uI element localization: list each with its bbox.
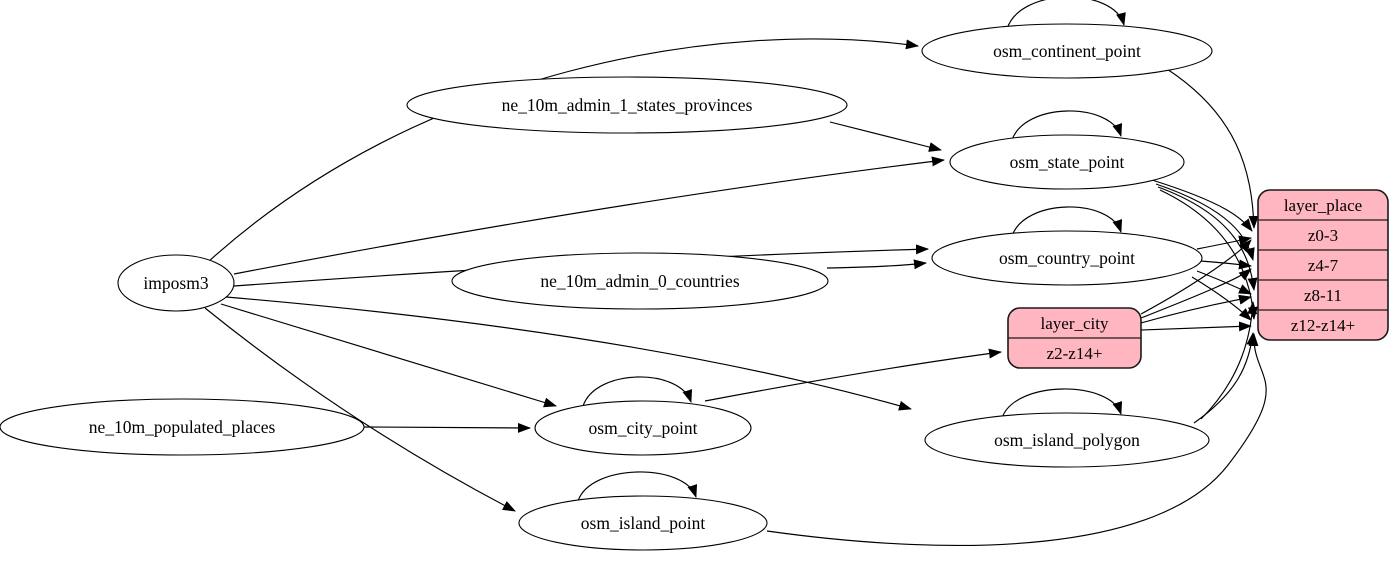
edge-osm_country_point-to-layer_place-z4-7 <box>1199 259 1252 270</box>
node-osm_island_polygon: osm_island_polygon <box>924 412 1210 468</box>
edge-osm_island_point-to-layer_place-z12-z14+ <box>766 333 1267 546</box>
node-shape-ne_10m_admin_1_states_provinces <box>406 76 848 134</box>
node-label-osm_continent_point: osm_continent_point <box>993 41 1141 61</box>
node-ne_10m_admin_0_countries: ne_10m_admin_0_countries <box>451 252 829 310</box>
edge-osm_island_polygon-to-layer_place-z8-11 <box>1200 301 1258 420</box>
edge-ne_10m_admin_0_countries-to-osm_country_point <box>826 259 927 270</box>
node-shape-imposm3 <box>117 254 235 312</box>
node-label-osm_island_polygon: osm_island_polygon <box>994 430 1140 450</box>
edge-imposm3-to-osm_city_point <box>220 303 557 408</box>
node-label-imposm3: imposm3 <box>143 273 208 293</box>
edge-osm_state_point-to-osm_state_point <box>1011 110 1123 141</box>
node-osm_state_point: osm_state_point <box>949 134 1185 190</box>
node-shape-osm_island_polygon <box>924 412 1210 468</box>
record-row-layer_place-z0-3: z0-3 <box>1308 226 1338 245</box>
edge-layer_city-to-layer_place-z8-11 <box>1140 294 1252 324</box>
node-shape-ne_10m_populated_places <box>0 398 365 456</box>
node-osm_country_point: osm_country_point <box>931 230 1203 286</box>
edge-osm_continent_point-to-layer_place-z0-3 <box>1166 68 1259 229</box>
node-label-ne_10m_admin_1_states_provinces: ne_10m_admin_1_states_provinces <box>502 95 753 115</box>
edge-osm_country_point-to-layer_place-z0-3 <box>1196 235 1252 250</box>
node-label-ne_10m_populated_places: ne_10m_populated_places <box>89 417 276 437</box>
record-row-layer_place-z4-7: z4-7 <box>1308 256 1339 275</box>
node-label-osm_city_point: osm_city_point <box>589 418 698 438</box>
node-shape-osm_continent_point <box>921 23 1213 79</box>
node-label-osm_island_point: osm_island_point <box>581 513 706 533</box>
record-row-layer_place-z12-z14+: z12-z14+ <box>1291 316 1355 335</box>
edge-layer_city-to-layer_place-z0-3 <box>1140 239 1252 315</box>
node-label-osm_country_point: osm_country_point <box>999 248 1135 268</box>
record-layer_city: layer_city z2-z14+ <box>1007 307 1142 369</box>
node-shape-osm_city_point <box>534 400 752 456</box>
edge-layer_city-to-layer_place-z12-z14+ <box>1140 321 1252 332</box>
edge-osm_island_polygon-to-layer_place-z12-z14+ <box>1193 332 1257 424</box>
node-shape-ne_10m_admin_0_countries <box>451 252 829 310</box>
edge-osm_city_point-to-layer_city-z2-z14+ <box>704 348 1002 402</box>
record-row-layer_place-z8-11: z8-11 <box>1304 286 1342 305</box>
edge-layer_city-to-layer_place-z4-7 <box>1140 268 1252 319</box>
edge-imposm3-to-osm_island_point <box>204 307 516 512</box>
edge-osm_state_point-to-layer_place-z0-3 <box>1151 179 1253 232</box>
node-label-osm_state_point: osm_state_point <box>1010 152 1125 172</box>
edge-imposm3-to-osm_continent_point <box>207 38 919 263</box>
edge-osm_city_point-to-osm_city_point <box>582 376 693 407</box>
node-shape-osm_state_point <box>949 134 1185 190</box>
node-shape-osm_country_point <box>931 230 1203 286</box>
edge-imposm3-to-osm_island_polygon <box>225 296 912 411</box>
record-layer_place: layer_place z0-3 z4-7 z8-11 z12-z14+ <box>1257 189 1389 341</box>
record-row-layer_city-z2-z14+: z2-z14+ <box>1047 344 1103 363</box>
edge-osm_island_point-to-osm_island_point <box>577 471 698 502</box>
edge-osm_state_point-to-layer_place-z4-7 <box>1155 183 1255 261</box>
edge-ne_10m_admin_1_states_provinces-to-osm_state_point <box>829 121 942 152</box>
edge-imposm3-to-osm_state_point <box>233 156 945 275</box>
edge-osm_state_point-to-layer_place-z8-11 <box>1157 186 1258 291</box>
node-label-ne_10m_admin_0_countries: ne_10m_admin_0_countries <box>540 271 739 291</box>
node-ne_10m_admin_1_states_provinces: ne_10m_admin_1_states_provinces <box>406 76 848 134</box>
edge-ne_10m_populated_places-to-osm_city_point <box>363 422 531 433</box>
record-shape-layer_place <box>1257 189 1389 341</box>
node-shape-osm_island_point <box>518 495 768 551</box>
edge-osm_island_polygon-to-osm_island_polygon <box>1001 388 1123 419</box>
node-osm_city_point: osm_city_point <box>534 400 752 456</box>
record-title-layer_city: layer_city <box>1041 314 1109 333</box>
edge-osm_country_point-to-osm_country_point <box>1011 206 1123 237</box>
edge-osm_continent_point-to-osm_continent_point <box>1006 0 1126 30</box>
record-title-layer_place: layer_place <box>1284 196 1362 215</box>
edges-layer <box>204 0 1267 546</box>
edge-osm_country_point-to-layer_place-z12-z14+ <box>1191 276 1252 321</box>
node-osm_continent_point: osm_continent_point <box>921 23 1213 79</box>
node-ne_10m_populated_places: ne_10m_populated_places <box>0 398 365 456</box>
node-imposm3: imposm3 <box>117 254 235 312</box>
node-osm_island_point: osm_island_point <box>518 495 768 551</box>
